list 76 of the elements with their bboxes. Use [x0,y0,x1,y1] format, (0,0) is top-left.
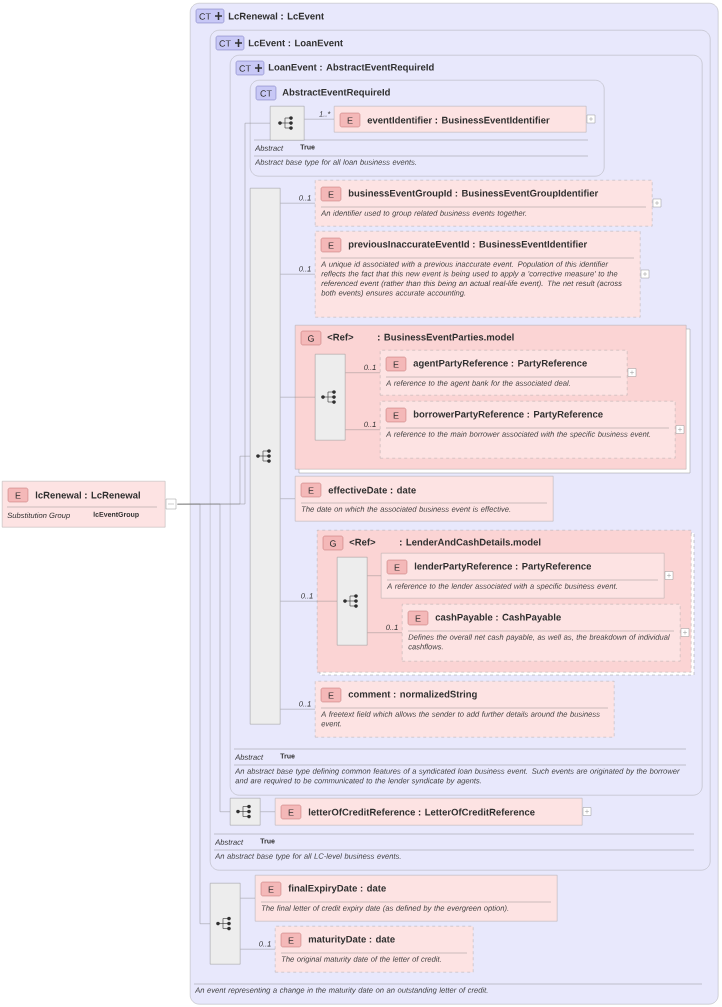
connector-line [367,575,382,576]
element-name: agentPartyReference : PartyReference [413,359,587,369]
type-badge: E [385,407,407,423]
type-badge: CT [195,8,225,24]
element-name: businessEventGroupId : BusinessEventGroupIdentifier [348,189,599,199]
element-name: letterOfCreditReference : LetterOfCreditReference [308,808,535,816]
type-badge: E [386,559,408,575]
element-box [255,875,558,922]
connector-line [316,601,338,602]
element-name: LoanEvent : AbstractEventRequireId [268,63,434,73]
element-name: cashPayable : CashPayable [435,613,561,623]
connector-line [280,709,316,710]
element-name: borrowerPartyReference : PartyReference [413,410,603,420]
element-box [315,180,653,227]
connector-line [240,898,256,899]
type-badge: E [7,487,29,503]
element-name: AbstractEventRequireId [282,88,390,98]
element-box [295,476,554,522]
connector-line [367,632,403,633]
element-name: lcRenewal : LcRenewal [35,491,140,499]
connector-line [260,811,276,812]
type-badge: E [385,356,407,372]
type-badge: E [320,237,342,253]
type-badge: E [320,186,342,202]
element-name: LcRenewal : LcEvent [228,12,324,20]
sequence-box [270,106,305,141]
type-badge: CT [255,85,277,101]
element-box [315,231,641,318]
connector-line [177,503,211,924]
connector-line [280,274,316,275]
connector-line [345,372,381,373]
element-name: eventIdentifier : BusinessEventIdentifier [367,116,550,124]
sequence-box [210,883,241,965]
element-box [380,350,628,396]
element-name: : BusinessEventParties.model [378,333,514,341]
element-box [381,553,665,599]
element-box [275,926,474,973]
type-badge: E [300,482,322,498]
element-box [334,106,587,133]
type-badge: E [407,610,429,626]
element-name: maturityDate : date [308,935,395,945]
element-name: <Ref> [327,333,354,341]
element-name: lenderPartyReference : PartyReference [414,562,592,572]
element-box [2,481,177,528]
sequence-box [230,798,261,826]
connector-line [304,119,335,120]
connector-line [240,949,276,950]
element-box [402,604,681,662]
element-name: effectiveDate : date [328,486,416,494]
element-name: : LenderAndCashDetails.model [400,538,541,546]
type-badge: CT [215,35,245,51]
type-badge: E [260,881,282,897]
element-box [380,401,676,459]
type-badge: G [300,330,322,346]
connector-line [294,397,316,398]
element-box [315,681,615,738]
element-name: <Ref> [349,538,376,546]
type-badge: E [280,804,302,820]
type-badge: E [280,932,302,948]
connector-line [280,601,318,602]
element-name: finalExpiryDate : date [288,884,386,894]
connector-line [280,203,316,204]
element-name: comment : normalizedString [348,690,477,700]
connector-line [280,498,296,499]
connector-line [345,429,381,430]
type-badge: E [339,112,361,128]
element-box [275,798,583,826]
sequence-box [250,188,281,725]
sequence-box [315,354,346,441]
connector-line [280,397,296,398]
sequence-box [337,557,368,646]
element-name: LcEvent : LoanEvent [248,39,343,47]
element-name: previousInaccurateEventId : BusinessEventIdentifier [348,240,588,250]
type-badge: CT [235,60,265,76]
type-badge: G [322,535,344,551]
type-badge: E [320,687,342,703]
